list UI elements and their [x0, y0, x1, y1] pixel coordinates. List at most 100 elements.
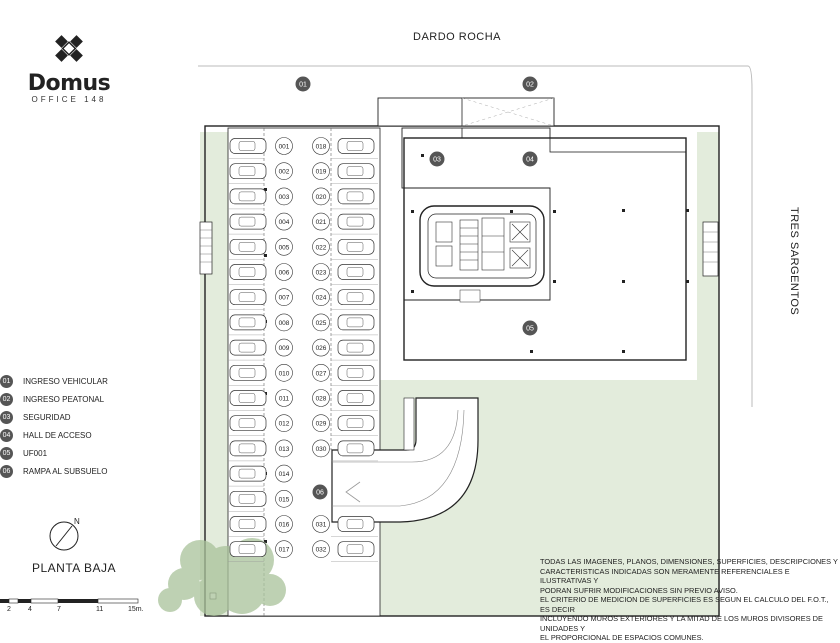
- parking-space-label: 003: [275, 187, 293, 206]
- svg-text:030: 030: [316, 446, 327, 453]
- car-icon: [229, 188, 267, 205]
- parking-space-label: 001: [275, 137, 293, 155]
- parking-space-label: 027: [312, 363, 330, 382]
- legend-label: RAMPA AL SUBSUELO: [23, 466, 108, 476]
- car-icon: [337, 213, 375, 230]
- site-boundary: [198, 65, 753, 407]
- car-icon: [337, 415, 375, 432]
- parking-space-label: 017: [275, 540, 293, 559]
- parking-space-label: 023: [312, 263, 330, 281]
- car-icon: [337, 264, 375, 280]
- parking-space-label: 013: [275, 439, 293, 458]
- legend-number: 04: [0, 428, 13, 442]
- legend-label: SEGURIDAD: [23, 412, 71, 422]
- car-icon: [337, 314, 375, 331]
- svg-text:032: 032: [316, 547, 327, 554]
- scale-label: 15m.: [128, 606, 144, 613]
- car-icon: [337, 289, 375, 306]
- parking-space-label: 029: [312, 414, 330, 433]
- car-icon: [337, 138, 375, 154]
- svg-text:027: 027: [316, 370, 327, 377]
- svg-text:014: 014: [279, 471, 290, 478]
- car-icon: [229, 364, 267, 381]
- svg-text:022: 022: [316, 244, 327, 251]
- svg-text:05: 05: [526, 326, 534, 333]
- car-icon: [337, 163, 375, 180]
- car-icon: [229, 138, 267, 154]
- brand-subtitle: OFFICE 148: [31, 95, 107, 104]
- legend-label: HALL DE ACCESO: [23, 430, 92, 440]
- north-arrow-icon: [49, 521, 79, 551]
- scale-bar-graphic: [0, 598, 139, 604]
- car-icon: [229, 213, 267, 230]
- car-icon: [337, 364, 375, 381]
- car-icon: [229, 289, 267, 306]
- car-icon: [229, 465, 267, 482]
- parking-space-label: 026: [312, 338, 330, 357]
- scale-label: 2: [7, 606, 11, 613]
- stair-right: [702, 221, 719, 277]
- svg-text:001: 001: [279, 144, 290, 151]
- parking-space-label: 031: [312, 515, 330, 533]
- svg-text:019: 019: [316, 169, 327, 176]
- parking-space-label: 024: [312, 288, 330, 307]
- plan-title: PLANTA BAJA: [32, 561, 116, 575]
- car-icon: [229, 163, 267, 180]
- svg-text:017: 017: [279, 547, 290, 554]
- floor-plan: 0010020030040050060070080090100110120130…: [158, 65, 753, 617]
- tree-illustration: [158, 538, 286, 616]
- svg-text:01: 01: [299, 82, 307, 89]
- svg-text:031: 031: [316, 522, 327, 529]
- svg-text:007: 007: [279, 295, 290, 302]
- scale-label: 7: [57, 606, 61, 613]
- svg-text:006: 006: [279, 270, 290, 277]
- disclaimer-line: PODRAN SUFRIR MODIFICACIONES SIN PREVIO …: [540, 585, 738, 595]
- car-icon: [229, 490, 267, 507]
- svg-text:010: 010: [279, 370, 290, 377]
- svg-text:020: 020: [316, 194, 327, 201]
- location-marker: 05: [522, 320, 538, 336]
- stair-left: [199, 221, 213, 275]
- svg-text:04: 04: [526, 157, 534, 164]
- location-marker: 06: [312, 484, 328, 500]
- car-icon: [229, 516, 267, 532]
- parking-space-label: 019: [312, 162, 330, 180]
- scale-label: 4: [28, 606, 32, 613]
- car-icon: [337, 390, 375, 406]
- car-icon: [229, 238, 267, 255]
- parking-space-label: 006: [275, 263, 293, 281]
- parking-space-label: 008: [275, 313, 293, 332]
- scale-bar: 0 2 4 7 11 15m.: [0, 598, 160, 618]
- scale-label: 11: [96, 606, 104, 613]
- disclaimer-line: EL PROPORCIONAL DE ESPACIOS COMUNES.: [540, 633, 704, 642]
- legend-label: INGRESO VEHICULAR: [23, 376, 108, 386]
- legend-label: UF001: [23, 448, 48, 458]
- svg-text:029: 029: [316, 421, 327, 428]
- svg-text:03: 03: [433, 157, 441, 164]
- car-icon: [229, 415, 267, 432]
- location-marker: 02: [522, 76, 538, 92]
- svg-text:016: 016: [279, 522, 290, 529]
- parking-space-label: 030: [312, 439, 330, 458]
- svg-text:008: 008: [279, 320, 290, 327]
- svg-text:023: 023: [316, 270, 327, 277]
- disclaimer-line: INCLUYENDO MUROS EXTERIORES Y LA MITAD D…: [540, 614, 823, 633]
- car-icon: [337, 238, 375, 255]
- disclaimer-line: EL CRITERIO DE MEDICION DE SUPERFICIES E…: [540, 595, 829, 614]
- svg-text:012: 012: [279, 421, 290, 428]
- parking-space-label: 011: [275, 389, 293, 407]
- location-marker: 04: [522, 151, 538, 167]
- legend-item: 04 HALL DE ACCESO: [0, 426, 108, 444]
- parking-space-label: 012: [275, 414, 293, 433]
- domus-logo-icon: [55, 35, 83, 62]
- parking-space-label: 005: [275, 238, 293, 256]
- location-marker: 01: [295, 76, 311, 92]
- car-icon: [229, 541, 267, 558]
- location-marker: 03: [429, 151, 445, 167]
- svg-text:009: 009: [279, 345, 290, 352]
